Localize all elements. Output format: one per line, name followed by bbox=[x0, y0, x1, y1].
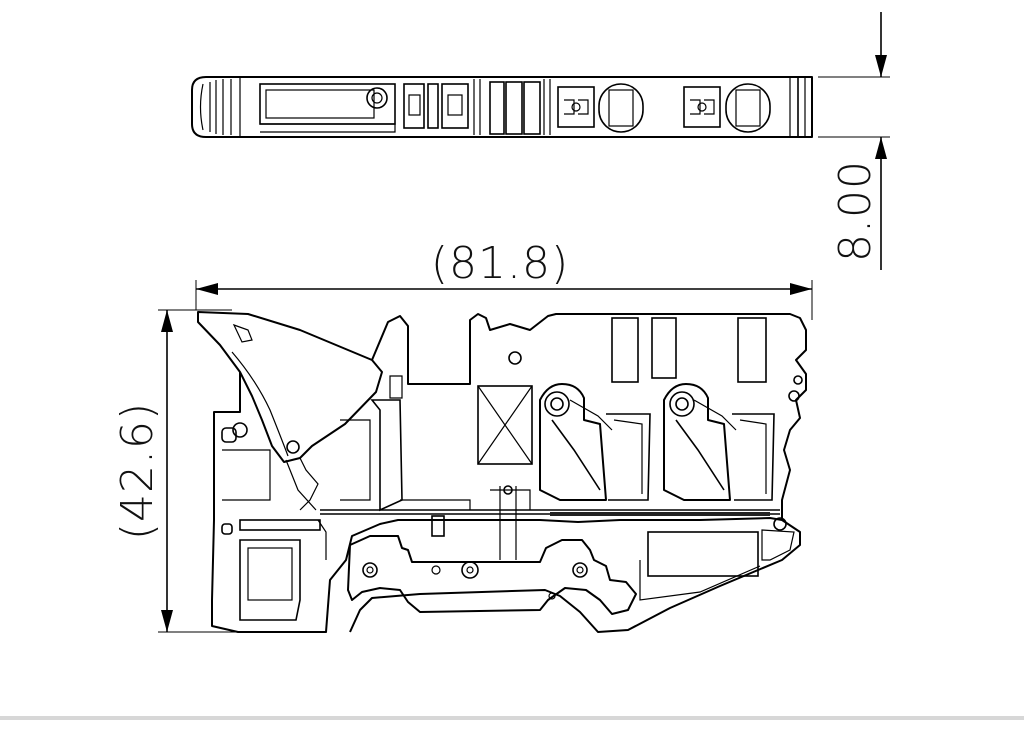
thickness-dimension: 8.00 bbox=[818, 12, 890, 270]
height-dimension: (42.6) bbox=[112, 309, 240, 633]
thickness-label: 8.00 bbox=[830, 160, 881, 262]
width-dimension: (81.8) bbox=[195, 238, 813, 320]
width-label: (81.8) bbox=[431, 238, 569, 289]
top-view bbox=[191, 76, 813, 138]
side-view bbox=[197, 311, 807, 633]
height-label: (42.6) bbox=[112, 402, 163, 540]
footer-divider bbox=[0, 716, 1024, 720]
